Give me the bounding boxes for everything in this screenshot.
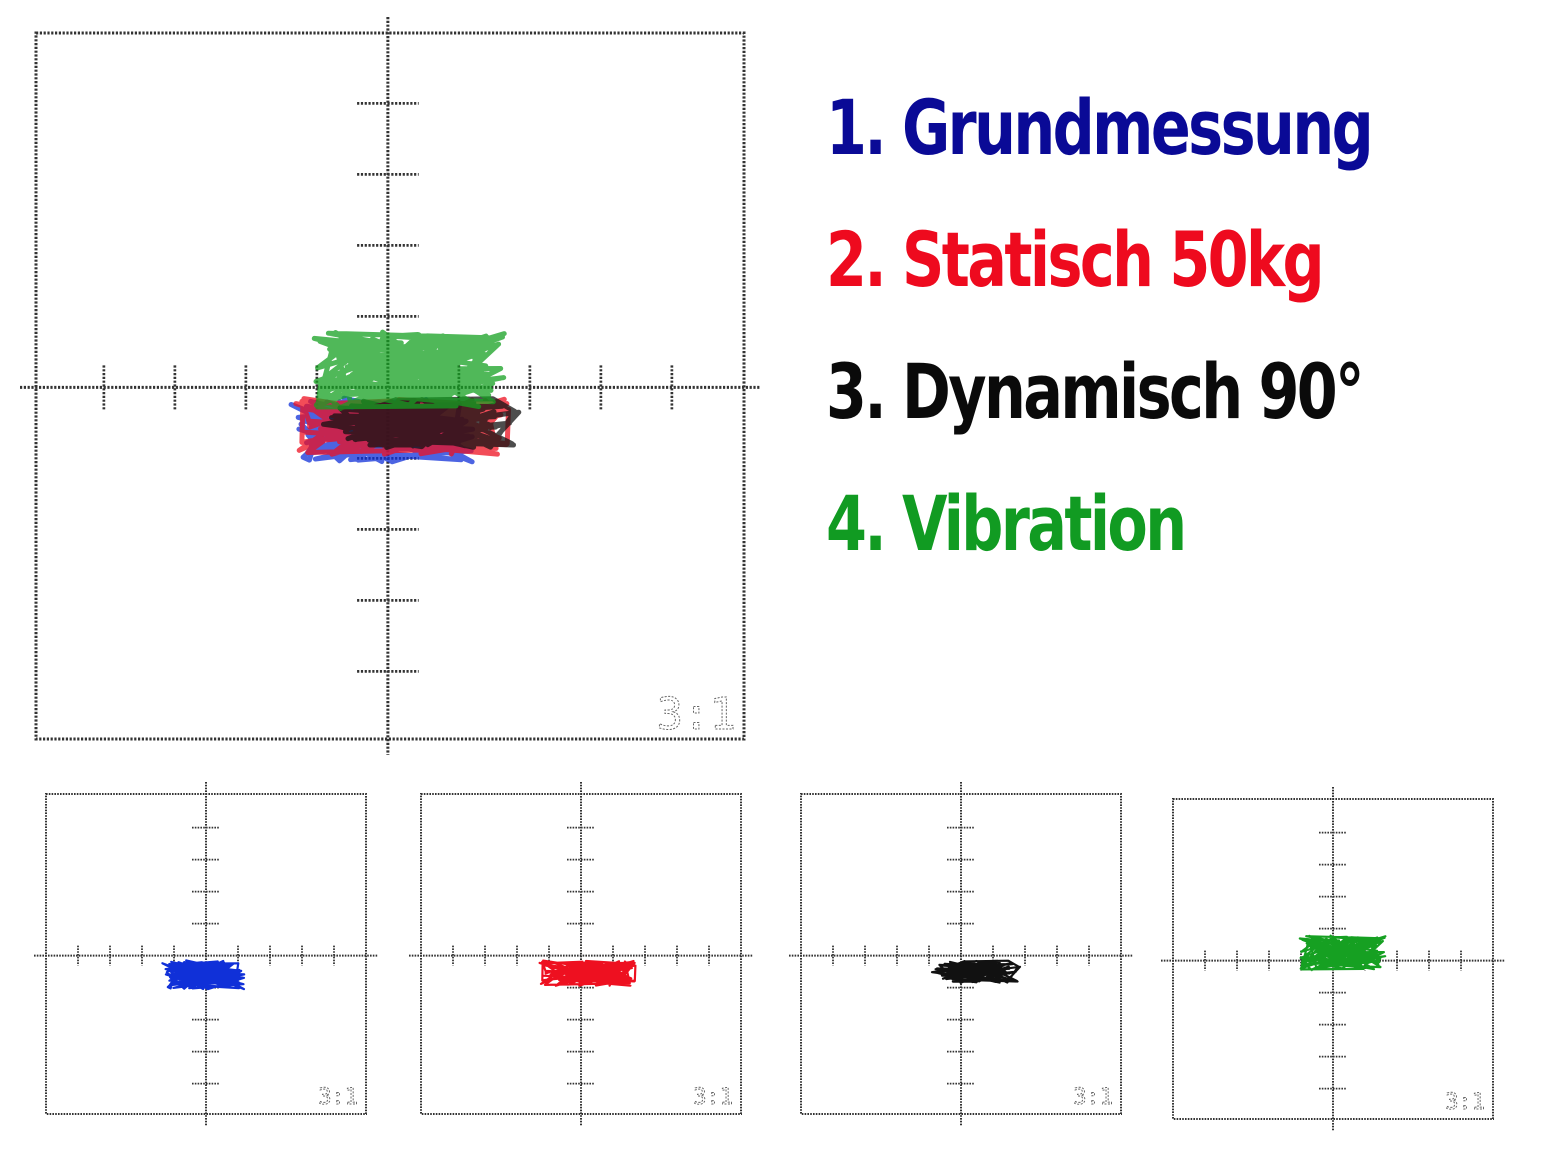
trace-4 [1298, 934, 1387, 972]
trace-3 [930, 959, 1022, 984]
scale-ratio-label: 3:1 [318, 1085, 358, 1110]
scale-ratio-label: 3:1 [693, 1085, 733, 1110]
legend-item-vibration: 4. Vibration [826, 479, 1187, 568]
trace-plot-vibration: 3:1 [1161, 787, 1505, 1131]
scale-ratio-label: 3:1 [657, 689, 736, 740]
legend-item-grundmessung: 1. Grundmessung [826, 83, 1374, 172]
trace-1 [161, 959, 246, 991]
scale-ratio-label: 3:1 [1073, 1085, 1113, 1110]
trace-2 [538, 959, 637, 987]
legend-item-dynamisch: 3. Dynamisch 90° [826, 347, 1365, 436]
combined-trace-plot: 3:1 [20, 17, 760, 755]
trace-plot-dynamisch: 3:1 [789, 782, 1133, 1126]
legend-item-statisch: 2. Statisch 50kg [826, 215, 1325, 304]
legend: 1. Grundmessung 2. Statisch 50kg 3. Dyna… [826, 62, 1546, 590]
trace-4 [311, 329, 507, 411]
trace-plot-statisch: 3:1 [409, 782, 753, 1126]
trace-3 [321, 396, 522, 450]
scale-ratio-label: 3:1 [1445, 1090, 1485, 1115]
trace-plot-grundmessung: 3:1 [34, 782, 378, 1126]
